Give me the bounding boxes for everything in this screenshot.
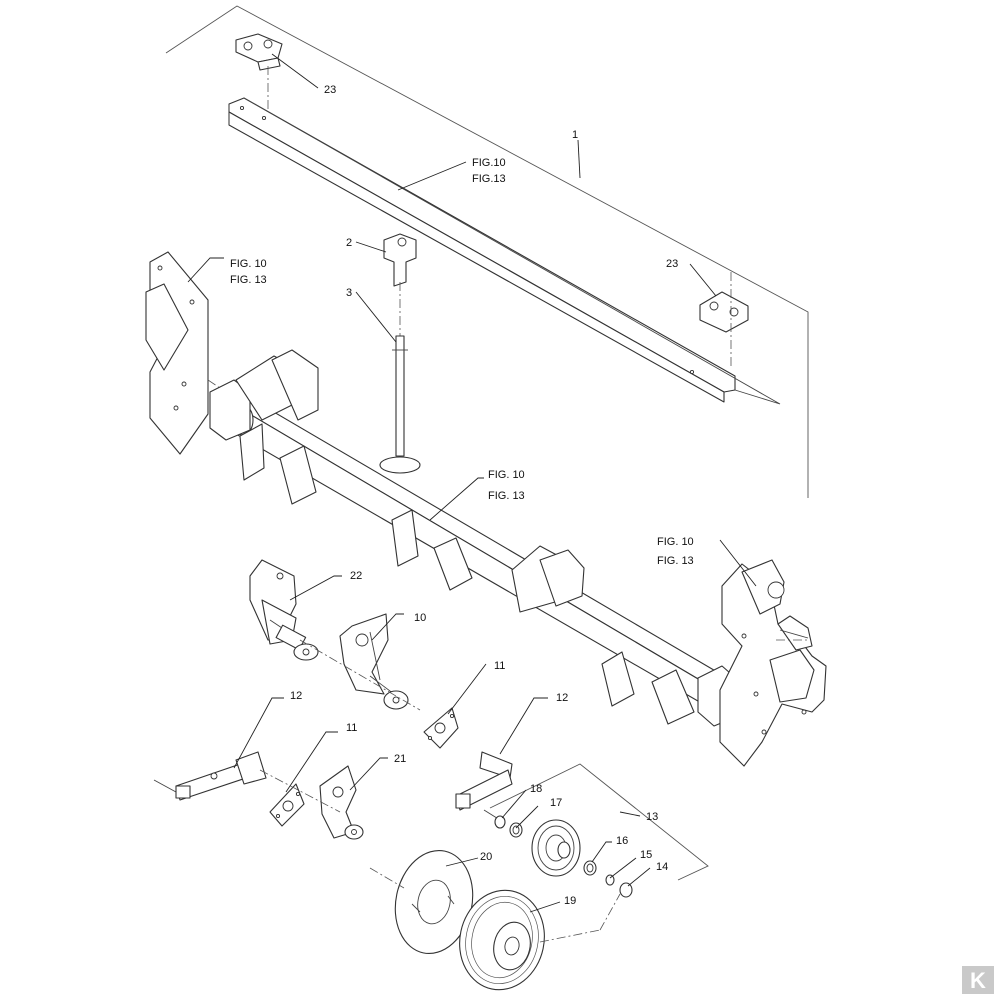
flange-11-lower: [269, 783, 305, 827]
callout-20: 20: [480, 851, 492, 863]
callout-18: 18: [530, 783, 542, 795]
fig-ref-axle-2: FIG. 13: [488, 490, 525, 502]
callout-16: 16: [616, 835, 628, 847]
jack-stand: [379, 233, 421, 474]
axle-tube: [209, 349, 739, 727]
fig-ref-beam-1: FIG.10: [472, 157, 506, 169]
fig-ref-beam-2: FIG.13: [472, 173, 506, 185]
fig-ref-right-frame-1: FIG. 10: [657, 536, 694, 548]
assembly-border: [165, 5, 809, 498]
callout-12-left: 12: [290, 690, 302, 702]
hub-components: [494, 815, 633, 898]
wheel-rim: [531, 819, 581, 877]
callout-10: 10: [414, 612, 426, 624]
fig-ref-axle-1: FIG. 10: [488, 469, 525, 481]
callout-19: 19: [564, 895, 576, 907]
spindle-arm-12-left: [153, 751, 267, 801]
callout-17: 17: [550, 797, 562, 809]
fig-ref-right-frame-2: FIG. 13: [657, 555, 694, 567]
callout-14: 14: [656, 861, 668, 873]
logo-glyph: K: [970, 968, 986, 993]
callout-2: 2: [346, 237, 352, 249]
spindle-arm-12-right: [455, 751, 513, 821]
bracket-23-right: [699, 272, 749, 366]
figure-references: FIG.10 FIG.13 FIG. 10 FIG. 13 FIG. 10 FI…: [230, 157, 694, 567]
callout-22: 22: [350, 570, 362, 582]
callout-15: 15: [640, 849, 652, 861]
callout-11-upper: 11: [494, 660, 505, 672]
tyre: [459, 889, 545, 991]
bracket-22: [249, 559, 319, 661]
flange-11-upper: [423, 707, 459, 749]
wheel-assembly-border: [489, 763, 709, 881]
bracket-21: [319, 765, 364, 840]
top-beam: [228, 97, 781, 405]
callout-1: 1: [572, 129, 578, 141]
callout-12-right: 12: [556, 692, 568, 704]
bracket-10: [339, 613, 409, 710]
center-lines: [259, 639, 808, 943]
fig-ref-left-frame-1: FIG. 10: [230, 258, 267, 270]
callout-3: 3: [346, 287, 352, 299]
callout-13: 13: [646, 811, 658, 823]
left-frame-plate: [145, 251, 233, 455]
callout-23-top: 23: [324, 84, 336, 96]
fig-ref-left-frame-2: FIG. 13: [230, 274, 267, 286]
callout-23-right: 23: [666, 258, 678, 270]
leader-lines: [187, 53, 757, 913]
callout-11-lower: 11: [346, 722, 357, 734]
logo-background: [962, 966, 994, 994]
right-frame-plate: [719, 559, 827, 767]
brand-logo: K: [962, 966, 994, 994]
callout-labels: 23 1 2 3 23 22 10 11 12 12 11 21 18 17 1…: [290, 84, 678, 907]
bracket-23-left: [235, 33, 283, 120]
callout-21: 21: [394, 753, 406, 765]
